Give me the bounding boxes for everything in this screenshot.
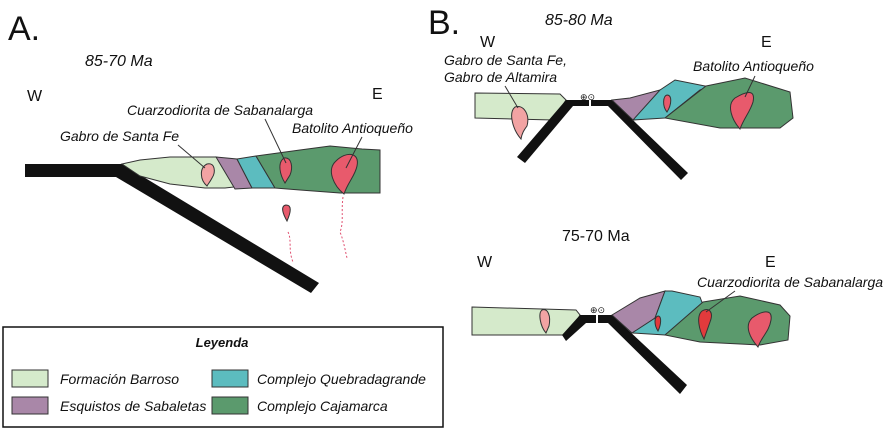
panel-b-bottom-formacion-barroso bbox=[471, 306, 581, 336]
legend-swatch-complejo-quebradagrande bbox=[211, 369, 249, 388]
legend-label: Complejo Cajamarca bbox=[257, 398, 388, 414]
panel-a-gabro-santa-fe bbox=[200, 163, 215, 187]
panel-a-magma-trail-1 bbox=[287, 231, 294, 263]
panel-a-age: 85-70 Ma bbox=[85, 53, 153, 70]
panel-a-letter: A. bbox=[8, 10, 40, 48]
legend-label: Esquistos de Sabaletas bbox=[60, 398, 206, 414]
panel-a-subducting-slab bbox=[25, 164, 319, 293]
panel-b-top-gabro bbox=[511, 106, 529, 141]
panel-b-bottom-label-cuarzodiorita: Cuarzodiorita de Sabanalarga bbox=[697, 274, 883, 290]
panel-b-bottom-small-intrusion bbox=[654, 315, 662, 332]
panel-b-top-overriding-slab bbox=[591, 100, 688, 180]
legend-swatch-formacion-barroso bbox=[11, 369, 49, 388]
legend-swatch-complejo-cajamarca bbox=[211, 396, 249, 415]
panel-b-top-label-gabro-1: Gabro de Santa Fe, bbox=[444, 52, 567, 68]
panel-b-letter: B. bbox=[428, 4, 460, 42]
panel-b-bottom-overriding-slab bbox=[598, 315, 687, 394]
panel-b-top-age: 85-80 Ma bbox=[545, 12, 613, 29]
leader-line bbox=[744, 75, 756, 98]
panel-b-bottom-subducting-slab bbox=[562, 315, 596, 341]
panel-b-bottom-west: W bbox=[477, 254, 493, 271]
panel-b-bottom-age: 75-70 Ma bbox=[562, 228, 630, 245]
panel-a-east: E bbox=[372, 86, 383, 103]
legend-swatch-esquistos-sabaletas bbox=[11, 396, 49, 415]
legend-title: Leyenda bbox=[196, 335, 249, 350]
leader-line bbox=[345, 136, 363, 169]
panel-b-top-cuarzodiorita bbox=[663, 94, 672, 113]
panel-b-bottom-east: E bbox=[765, 254, 776, 271]
panel-b-top-subducting-slab bbox=[517, 100, 589, 163]
legend: Leyenda Formación Barroso Esquistos de S… bbox=[2, 326, 444, 428]
panel-b-top-label-gabro-2: Gabro de Altamira bbox=[444, 69, 557, 85]
panel-b-bottom-motion-symbol: ⊕⊙ bbox=[590, 305, 605, 315]
panel-b-top-motion-symbol: ⊕⊙ bbox=[580, 92, 595, 102]
panel-b-top-label-batolito: Batolito Antioqueño bbox=[693, 58, 814, 74]
panel-a-magma-trail-2 bbox=[339, 196, 348, 259]
panel-b-bottom: 75-70 Ma W E ⊕⊙ Cuarzodiorita de Sabanal… bbox=[471, 228, 883, 394]
panel-a-rising-magma bbox=[282, 204, 291, 223]
panel-b-top-complejo-quebradagrande bbox=[631, 79, 711, 121]
legend-label: Complejo Quebradagrande bbox=[257, 371, 426, 387]
panel-b-bottom-gabro bbox=[539, 309, 551, 334]
panel-b-top: B. 85-80 Ma W E ⊕⊙ Gabro de Santa Fe, Ga… bbox=[428, 4, 814, 180]
panel-b-top-east: E bbox=[761, 34, 772, 51]
panel-b-bottom-batolito bbox=[747, 311, 772, 348]
panel-a-batolito bbox=[331, 153, 358, 195]
panel-a-label-batolito: Batolito Antioqueño bbox=[292, 120, 413, 136]
panel-a-complejo-cajamarca bbox=[255, 145, 381, 194]
leader-line bbox=[264, 118, 287, 164]
leader-line bbox=[177, 144, 206, 169]
panel-b-top-west: W bbox=[480, 34, 496, 51]
panel-a-label-gabro: Gabro de Santa Fe bbox=[60, 128, 179, 144]
leader-line bbox=[705, 290, 736, 313]
leader-line bbox=[504, 85, 519, 109]
panel-a-west: W bbox=[27, 88, 43, 105]
legend-label: Formación Barroso bbox=[60, 371, 179, 387]
panel-b-top-batolito bbox=[730, 92, 754, 130]
panel-a: A. 85-70 Ma W E Gabro de Santa Fe Cuarzo… bbox=[8, 10, 413, 293]
panel-a-label-cuarzodiorita: Cuarzodiorita de Sabanalarga bbox=[127, 102, 313, 118]
panel-b-bottom-cuarzodiorita bbox=[698, 309, 712, 341]
